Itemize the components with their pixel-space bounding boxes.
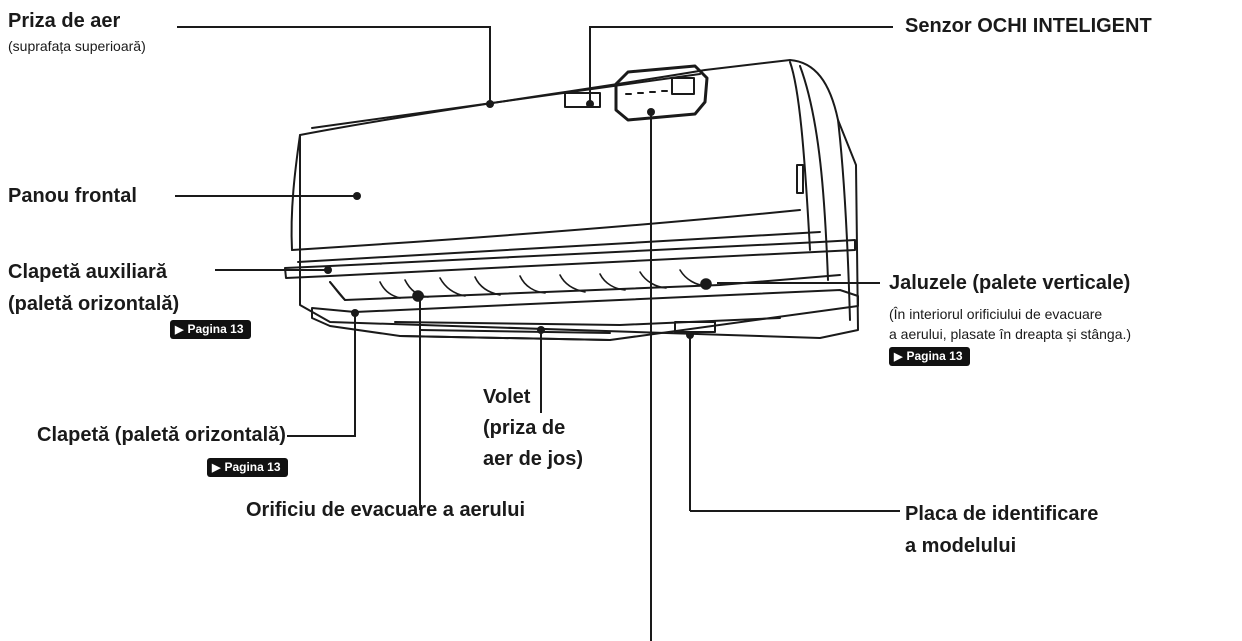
front-panel-edge [291,209,801,251]
shutter-label: Volet (priza de aer de jos) [483,386,584,470]
leader-lines [175,26,900,641]
sensor-label: Senzor OCHI INTELIGENT [905,15,1152,37]
intelligent-eye-sensor [614,64,709,122]
unit-body [299,59,859,339]
louvers-sublabel: (În interiorul orificiului de evacuare a… [889,306,1132,342]
shutter [394,317,781,326]
aux-flap-label-line2: (paletă orizontală) [8,293,180,315]
aux-flap-label-line1: Clapetă auxiliară [8,261,167,283]
play-icon: ▶ [175,324,184,336]
air-inlet-label: Priza de aer [8,10,121,32]
louvers-page-ref: ▶Pagina 13 [889,347,970,366]
louvers-label: Jaluzele (palete verticale) [889,272,1131,294]
aux-flap-page-ref: ▶Pagina 13 [170,320,251,339]
play-icon: ▶ [894,351,903,363]
sensor-window [564,92,601,108]
play-icon: ▶ [212,462,221,474]
leader-dots [324,100,694,339]
flap-page-ref: ▶Pagina 13 [207,458,288,477]
nameplate-label: Placa de identificare a modelului [905,503,1099,557]
flap [311,289,859,341]
air-inlet-sublabel: (suprafața superioară) [8,38,146,54]
front-panel-label: Panou frontal [8,185,137,207]
flap-label: Clapetă (paletă orizontală) [37,424,286,446]
air-outlet-label: Orificiu de evacuare a aerului [246,499,526,521]
model-nameplate [674,321,716,333]
aux-flap [284,239,856,279]
